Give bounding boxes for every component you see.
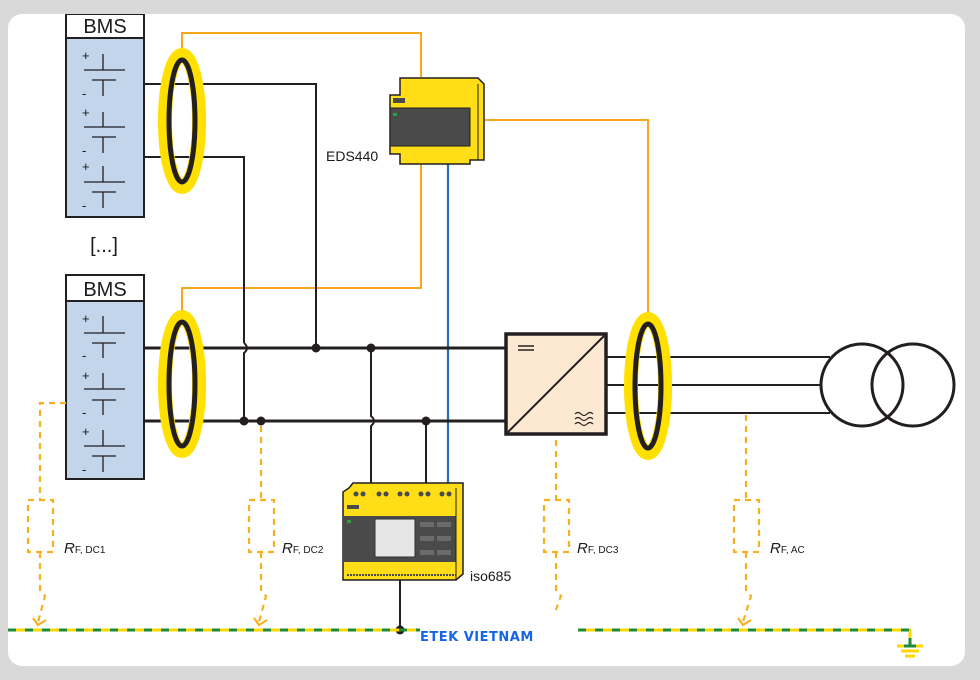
battery-cell-icon	[84, 112, 125, 153]
bms-unit: BMS + - + - + -	[65, 274, 145, 480]
cell-minus: -	[82, 143, 86, 158]
transformer-icon	[819, 342, 956, 428]
cell-plus: +	[82, 424, 90, 439]
battery-cell-icon	[84, 54, 125, 96]
bms-label: BMS	[83, 16, 126, 38]
current-transformer-icon	[158, 48, 206, 194]
iso685-label: iso685	[470, 568, 511, 584]
current-transformer-icon	[624, 312, 672, 460]
rf-dc3-label: RF, DC3	[577, 540, 619, 557]
ct-signal-wires	[181, 32, 649, 320]
rf-dc1-label: RF, DC1	[64, 540, 106, 557]
battery-cell-icon	[84, 373, 125, 415]
cell-minus: -	[82, 348, 86, 363]
schematic: BMS + - + - + - [...] BMS + - +	[8, 14, 956, 658]
fault-arrowheads	[32, 617, 752, 627]
pe-conductor	[8, 628, 912, 645]
cell-plus: +	[82, 159, 90, 174]
eds440-device-icon	[389, 77, 485, 165]
cell-minus: -	[82, 86, 86, 101]
bms-unit: BMS + - + - + -	[65, 14, 145, 218]
watermark-brand: ETEK VIETNAM	[420, 630, 534, 645]
ground-icon	[897, 644, 923, 658]
ct3-signal-wire	[484, 119, 649, 320]
cell-plus: +	[82, 48, 90, 63]
rf-dc2-label: RF, DC2	[282, 540, 324, 557]
battery-cell-icon	[84, 430, 125, 472]
cell-plus: +	[82, 368, 90, 383]
fault-resistances	[26, 401, 761, 623]
ellipsis-label: [...]	[90, 235, 118, 257]
battery-cell-icon	[84, 316, 125, 358]
cell-plus: +	[82, 105, 90, 120]
eds440-label: EDS440	[326, 148, 378, 164]
rf-ac-label: RF, AC	[770, 540, 805, 557]
diagram-card: BMS + - + - + - [...] BMS + - +	[8, 14, 965, 666]
inverter-icon	[504, 332, 608, 436]
ct1-signal-wire	[181, 32, 422, 77]
battery-cell-icons	[84, 54, 125, 208]
cell-minus: -	[82, 462, 86, 477]
conductors	[144, 83, 830, 630]
cell-minus: -	[82, 405, 86, 420]
iso685-device-icon	[342, 482, 464, 581]
ct2-signal-wire	[181, 164, 422, 318]
current-transformer-icon	[158, 310, 206, 458]
cell-plus: +	[82, 311, 90, 326]
bms-label: BMS	[83, 279, 126, 301]
cell-minus: -	[82, 198, 86, 213]
battery-cell-icon	[84, 166, 125, 208]
battery-cell-icons	[84, 316, 125, 472]
